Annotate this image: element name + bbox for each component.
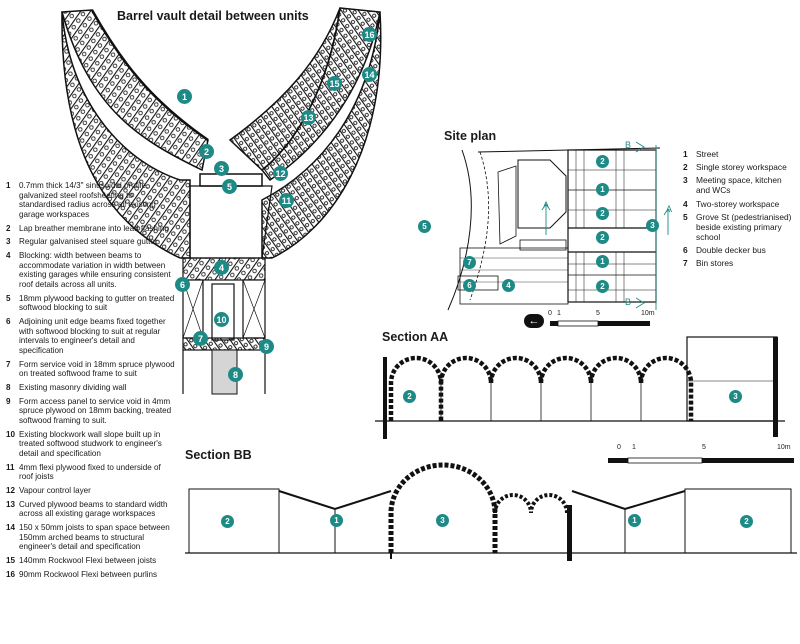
aa-marker-3: 3 — [729, 390, 742, 403]
detail-marker-9: 9 — [259, 339, 274, 354]
site-marker-2: 2 — [596, 155, 609, 168]
section-aa-title: Section AA — [382, 330, 449, 344]
detail-marker-6: 6 — [175, 277, 190, 292]
detail-marker-13: 13 — [301, 110, 316, 125]
detail-marker-7: 7 — [193, 331, 208, 346]
detail-marker-3: 3 — [214, 161, 229, 176]
section-line-a-left: A — [543, 200, 550, 210]
site-marker-2: 2 — [596, 280, 609, 293]
scale-tick-1: 1 — [557, 310, 561, 317]
bb-scale-tick-5: 5 — [702, 444, 706, 451]
site-marker-5: 5 — [418, 220, 431, 233]
detail-marker-15: 15 — [327, 76, 342, 91]
barrel-detail-title: Barrel vault detail between units — [117, 9, 309, 23]
section-bb-title: Section BB — [185, 448, 252, 462]
site-marker-1: 1 — [596, 255, 609, 268]
site-marker-2: 2 — [596, 207, 609, 220]
bb-marker-2: 2 — [740, 515, 753, 528]
scale-tick-5: 5 — [596, 310, 600, 317]
bb-marker-1: 1 — [330, 514, 343, 527]
scale-tick-10: 10m — [641, 310, 655, 317]
bb-scale-tick-0: 0 — [617, 444, 621, 451]
bb-scale-bar — [608, 457, 794, 464]
bb-scale-tick-1: 1 — [632, 444, 636, 451]
section-line-b-top: B — [625, 140, 632, 150]
section-bb-drawing — [185, 462, 797, 561]
detail-marker-11: 11 — [279, 193, 294, 208]
section-line-b-bottom: B — [625, 297, 632, 307]
detail-marker-12: 12 — [273, 166, 288, 181]
aa-marker-2: 2 — [403, 390, 416, 403]
detail-marker-4: 4 — [214, 260, 229, 275]
detail-marker-1: 1 — [177, 89, 192, 104]
detail-marker-16: 16 — [362, 27, 377, 42]
bb-marker-2: 2 — [221, 515, 234, 528]
detail-marker-8: 8 — [228, 367, 243, 382]
site-marker-2: 2 — [596, 231, 609, 244]
site-marker-3: 3 — [646, 219, 659, 232]
scale-tick-0: 0 — [548, 310, 552, 317]
section-line-a-right: A — [666, 204, 673, 214]
detail-marker-5: 5 — [222, 179, 237, 194]
site-marker-6: 6 — [463, 279, 476, 292]
site-marker-7: 7 — [463, 256, 476, 269]
bb-marker-1: 1 — [628, 514, 641, 527]
section-aa-drawing — [375, 336, 785, 439]
site-scale-bar — [550, 320, 650, 327]
bb-scale-tick-10: 10m — [777, 444, 791, 451]
detail-marker-2: 2 — [199, 144, 214, 159]
site-marker-1: 1 — [596, 183, 609, 196]
detail-marker-14: 14 — [362, 67, 377, 82]
detail-marker-10: 10 — [214, 312, 229, 327]
bb-marker-3: 3 — [436, 514, 449, 527]
site-marker-4: 4 — [502, 279, 515, 292]
site-plan-title: Site plan — [444, 129, 497, 143]
north-arrow-icon: ← — [524, 314, 544, 328]
